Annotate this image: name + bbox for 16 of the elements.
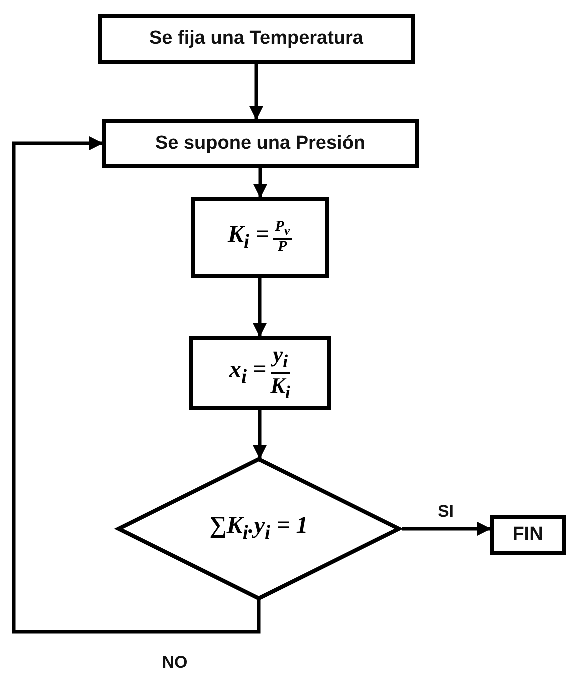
arrow: [253, 278, 267, 338]
arrow: [250, 64, 264, 120]
arrow: [253, 410, 267, 460]
process-box: [98, 14, 415, 64]
arrow: [254, 168, 268, 198]
process-box: [191, 197, 329, 278]
box-text: FIN: [512, 524, 544, 546]
decision-diamond: [116, 458, 402, 600]
process-box: [102, 119, 419, 168]
arrow: [12, 136, 261, 634]
box-text: Se supone una Presión: [155, 132, 366, 154]
arrow: [402, 522, 492, 536]
process-box: [189, 336, 331, 410]
process-box: [490, 515, 566, 555]
condition-text: ∑K$_{i}$.y$_{i}$ = 1: [210, 513, 308, 545]
box-text: Se fija una Temperatura: [150, 28, 364, 50]
